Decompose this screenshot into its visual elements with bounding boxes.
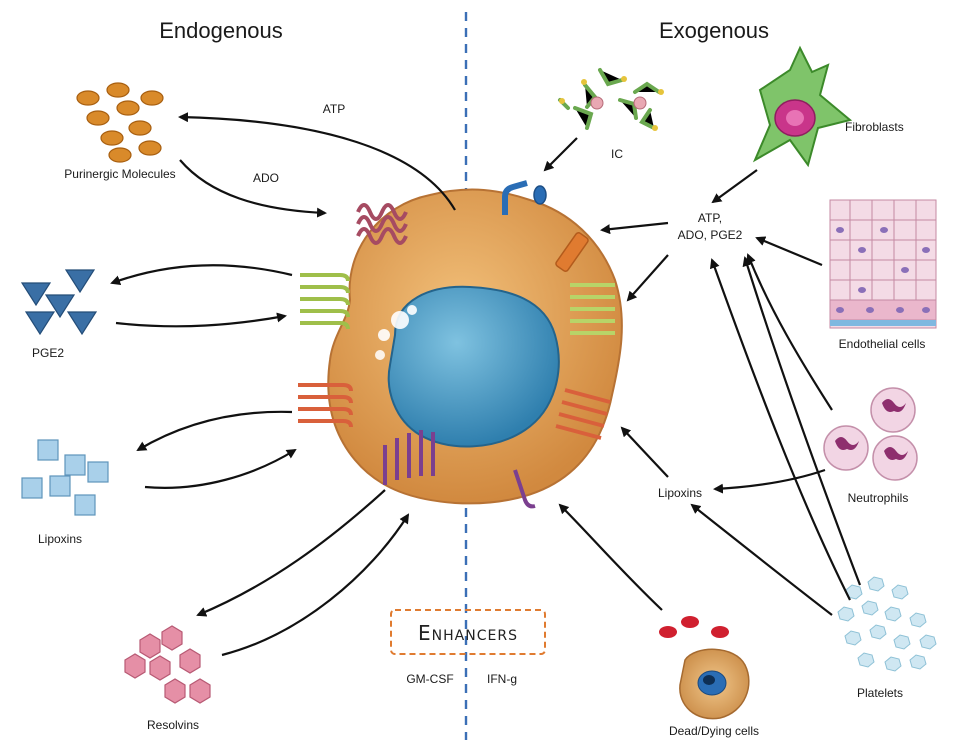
label-resolvins: Resolvins: [147, 718, 199, 732]
label-platelets: Platelets: [857, 686, 903, 700]
receptor-orange-block: [555, 232, 589, 272]
immune-complex: [558, 68, 661, 130]
receptor-pink-top: [356, 203, 408, 245]
arrow-atp: [178, 112, 456, 211]
label-mediators-line1: ATP,: [698, 211, 722, 225]
enhancers-box: [390, 609, 546, 655]
label-neutrophils: Neutrophils: [848, 491, 909, 505]
arrow-fibroblasts: [711, 169, 758, 204]
arrow-pge2-in: [115, 312, 287, 328]
label-dead-cells: Dead/Dying cells: [669, 724, 759, 738]
arrow-endothelial: [755, 236, 823, 267]
arrow-mediators-to-cell-2: [626, 254, 669, 302]
label-endothelial: Endothelial cells: [839, 337, 926, 351]
enhancer-ifng: IFN-g: [487, 672, 517, 686]
resolvin-hexagons: [124, 625, 211, 704]
label-fibroblasts: Fibroblasts: [845, 120, 904, 134]
arrow-platelets-lipoxins: [690, 503, 833, 616]
arrow-lipoxins-out: [136, 410, 293, 452]
receptor-green-left: [300, 273, 350, 330]
arrow-neutrophils-lipoxins: [713, 468, 826, 494]
label-purinergic: Purinergic Molecules: [64, 167, 175, 181]
header-exogenous: Exogenous: [659, 18, 769, 43]
pge2-molecules: [20, 269, 98, 336]
label-ado: ADO: [253, 171, 279, 185]
label-mediators-line2: ADO, PGE2: [678, 228, 743, 242]
dying-cell: [659, 616, 750, 720]
ic-antigen-dots: [590, 96, 647, 110]
arrow-platelets-up-1: [742, 256, 862, 586]
label-lipoxins-left: Lipoxins: [38, 532, 82, 546]
arrow-resolvins-out: [196, 489, 386, 617]
arrow-pge2-out: [110, 264, 293, 285]
endothelial-tissue: [829, 199, 937, 329]
platelet-cluster: [837, 576, 937, 672]
receptor-purple-bottom: [383, 430, 435, 485]
neutrophil-cells: [823, 387, 918, 481]
arrow-mediators-to-cell-1: [600, 221, 669, 235]
arrow-neutrophils-up: [746, 253, 833, 411]
ic-receptor: [502, 180, 547, 215]
receptor-purple-small: [513, 469, 536, 509]
fibroblast-cell: [752, 45, 853, 168]
arrow-dead-cells: [558, 503, 663, 611]
ic-yellow-tips: [559, 76, 664, 131]
nucleus: [387, 285, 560, 448]
arrow-platelets-up-2: [709, 258, 851, 601]
receptor-red-right: [555, 388, 611, 440]
arrow-lipoxins-in: [144, 448, 297, 489]
receptor-green-right: [570, 283, 615, 335]
enhancers-title: Enhancers: [418, 621, 518, 645]
label-lipoxins-right: Lipoxins: [658, 486, 702, 500]
arrow-ic: [543, 137, 578, 172]
lipoxin-cubes: [21, 439, 109, 516]
purinergic-molecules: [76, 82, 164, 163]
label-ic: IC: [611, 147, 623, 161]
arrow-lipoxins-to-cell: [620, 426, 669, 478]
label-atp: ATP: [323, 102, 345, 116]
label-pge2: PGE2: [32, 346, 64, 360]
central-cell: [327, 188, 623, 505]
header-endogenous: Endogenous: [159, 18, 283, 43]
enhancer-gmcsf: GM-CSF: [406, 672, 453, 686]
arrow-ado: [179, 159, 327, 218]
receptor-red-left: [298, 383, 353, 428]
arrow-resolvins-in: [221, 513, 410, 657]
